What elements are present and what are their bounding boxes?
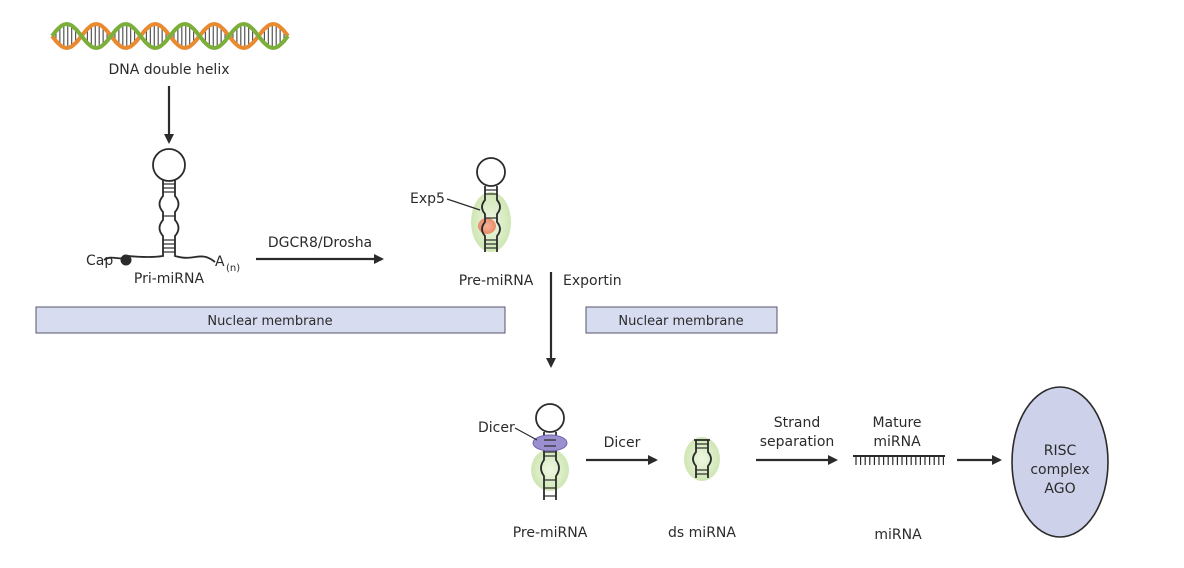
- separation-label: separation: [760, 434, 835, 450]
- dna-strand-green: [50, 22, 290, 50]
- complex-label: complex: [1030, 462, 1089, 478]
- risc-label: RISC: [1044, 443, 1077, 459]
- nuclear-membrane-left-label: Nuclear membrane: [207, 314, 332, 329]
- pre-mirna-dicer-complex: [531, 403, 569, 500]
- dna-helix: [50, 22, 290, 50]
- ds-mirna: [684, 437, 720, 481]
- dicer-label: Dicer: [478, 420, 515, 436]
- exp5-pointer: [446, 198, 481, 211]
- pre-mirna-exp5-complex: [471, 157, 511, 252]
- pri-mirna-label: Pri-miRNA: [134, 271, 205, 287]
- dicer-arrow-label: Dicer: [604, 435, 641, 451]
- ds-mirna-label: ds miRNA: [668, 525, 736, 541]
- cap-label: Cap: [86, 253, 113, 269]
- dna-label: DNA double helix: [109, 62, 230, 78]
- ago-label: AGO: [1044, 481, 1075, 497]
- poly-a-label: A: [215, 254, 225, 270]
- dgcr8-drosha-label: DGCR8/Drosha: [268, 235, 372, 251]
- pri-mirna-hairpin: [103, 148, 216, 263]
- cap-dot: [120, 254, 132, 266]
- pre-mirna-nuclear-label: Pre-miRNA: [459, 273, 534, 289]
- mature-label: Mature: [872, 415, 921, 431]
- exportin-glow-cyto: [531, 449, 569, 491]
- mirna-top-label: miRNA: [873, 434, 921, 450]
- dicer-ring: [532, 434, 568, 452]
- dicer-pointer: [514, 427, 538, 441]
- exportin-label: Exportin: [563, 273, 622, 289]
- mirna-bottom-label: miRNA: [874, 527, 922, 543]
- exp5-label: Exp5: [410, 191, 445, 207]
- poly-a-subscript: (n): [226, 263, 240, 274]
- nuclear-membrane-left: [35, 306, 506, 334]
- drosha-spot: [478, 218, 496, 234]
- nuclear-membrane-right-label: Nuclear membrane: [618, 314, 743, 329]
- nuclear-membrane-right: [585, 306, 778, 334]
- mature-mirna-strand: [853, 455, 945, 465]
- strand-label: Strand: [774, 415, 820, 431]
- risc-complex: [1011, 386, 1109, 538]
- pre-mirna-cyto-label: Pre-miRNA: [513, 525, 588, 541]
